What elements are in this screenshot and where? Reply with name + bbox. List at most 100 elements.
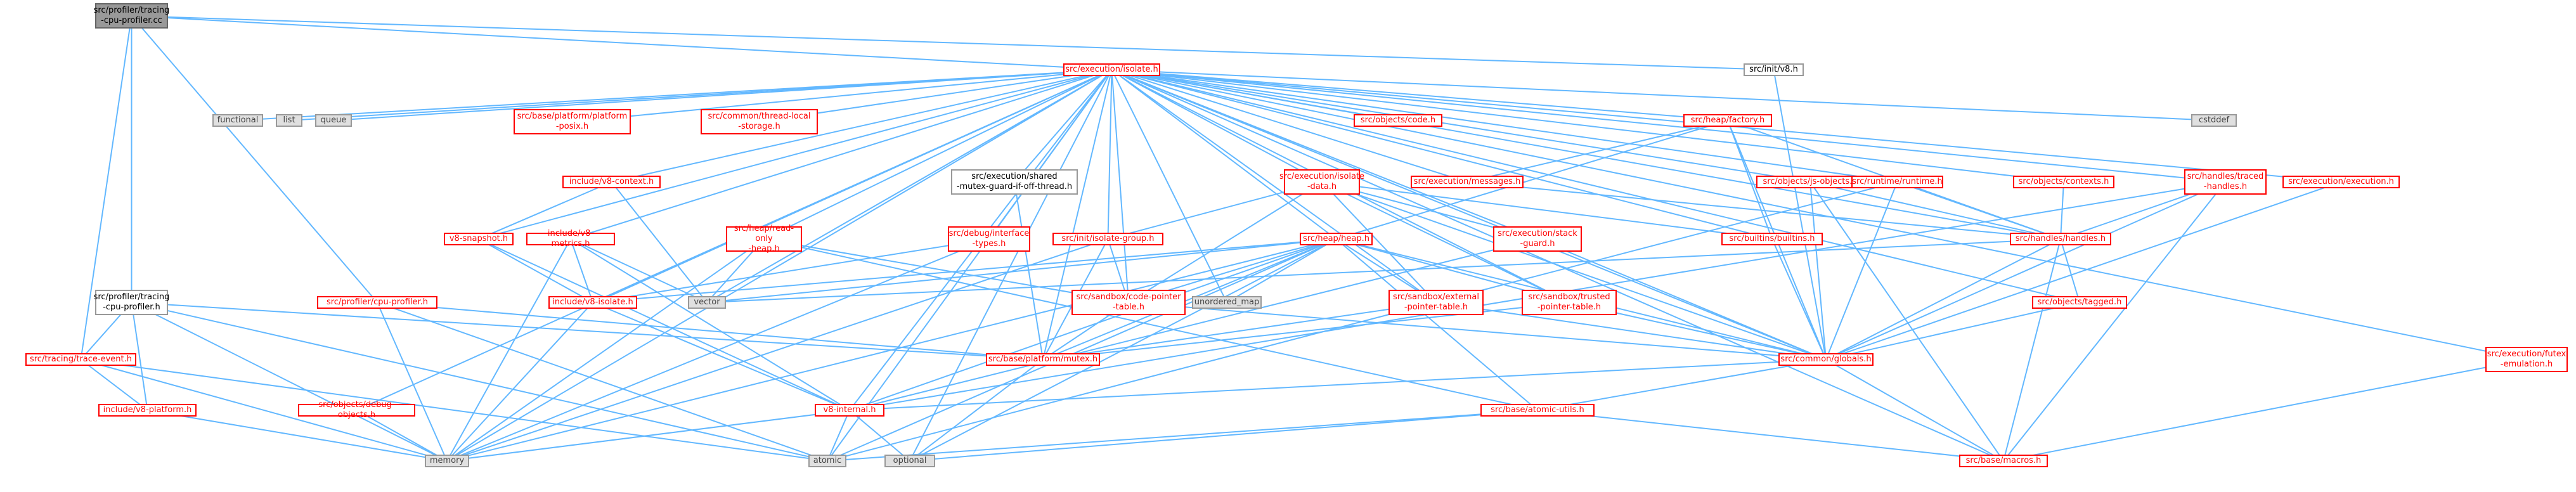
dependency-edge — [2003, 359, 2527, 462]
dependency-edge — [1111, 69, 1323, 183]
dependency-edge — [827, 410, 1538, 462]
dependency-edge — [81, 359, 448, 462]
node-exec-stack-guard[interactable]: src/execution/stack -guard.h — [1493, 226, 1582, 252]
dependency-edge — [1111, 69, 1827, 360]
node-trusted-pointer-table[interactable]: src/sandbox/trusted -pointer-table.h — [1522, 290, 1617, 315]
dependency-edge — [1809, 181, 2061, 240]
dependency-edge — [1111, 69, 1468, 183]
node-queue[interactable]: queue — [315, 114, 352, 127]
dependency-edge — [131, 15, 1112, 70]
node-include-v8-isolate[interactable]: include/v8-isolate.h — [548, 296, 637, 309]
dependency-edge — [1111, 69, 1811, 183]
dependency-edge — [446, 238, 765, 462]
node-common-globals[interactable]: src/common/globals.h — [1778, 353, 1874, 366]
dependency-edge — [1537, 410, 2004, 462]
dependency-edge — [80, 15, 133, 360]
dependency-edge — [611, 181, 708, 303]
dependency-edge — [478, 238, 850, 411]
node-functional[interactable]: functional — [212, 114, 263, 127]
dependency-edge — [446, 69, 1113, 462]
dependency-edge — [1111, 69, 1437, 303]
dependency-edge — [1111, 69, 1773, 240]
dependency-edge — [1321, 181, 1437, 303]
dependency-edge — [1537, 238, 1827, 360]
node-external-pointer-table[interactable]: src/sandbox/external -pointer-table.h — [1388, 290, 1484, 315]
node-handles-traced[interactable]: src/handles/traced -handles.h — [2184, 169, 2267, 195]
node-platform-posix[interactable]: src/base/platform/platform -posix.h — [514, 109, 631, 134]
dependency-edge — [611, 69, 1112, 183]
node-debug-interface[interactable]: src/debug/interface -types.h — [948, 226, 1030, 252]
node-vector[interactable]: vector — [688, 296, 726, 309]
dependency-edge — [909, 359, 1044, 462]
node-base-macros[interactable]: src/base/macros.h — [1959, 455, 2048, 467]
dependency-edge — [377, 302, 828, 462]
dependency-edge — [2060, 238, 2080, 303]
node-isolate-data[interactable]: src/execution/isolate -data.h — [1279, 169, 1364, 195]
dependency-edge — [827, 69, 1113, 462]
node-include-v8-platform[interactable]: include/v8-platform.h — [98, 404, 197, 417]
node-init-v8[interactable]: src/init/v8.h — [1744, 63, 1804, 76]
node-memory[interactable]: memory — [425, 455, 469, 467]
node-v8-snapshot[interactable]: v8-snapshot.h — [444, 233, 514, 245]
dependency-edge — [1321, 181, 1570, 303]
dependency-edge — [849, 410, 910, 462]
node-exec-messages[interactable]: src/execution/messages.h — [1411, 176, 1524, 188]
node-handles-h[interactable]: src/handles/handles.h — [2010, 233, 2111, 245]
node-platform-mutex[interactable]: src/base/platform/mutex.h — [986, 353, 1100, 366]
node-objects-code[interactable]: src/objects/code.h — [1354, 114, 1442, 127]
dependency-edge — [377, 302, 1044, 360]
node-futex-emulation[interactable]: src/execution/futex -emulation.h — [2485, 347, 2568, 372]
dependency-edge — [592, 238, 990, 303]
dependency-edge — [570, 238, 850, 411]
dependency-edge — [763, 238, 1538, 411]
dependency-edge — [131, 302, 448, 462]
dependency-edge — [1111, 69, 1227, 303]
node-isolate-h[interactable]: src/execution/isolate.h — [1063, 63, 1160, 76]
node-runtime-h[interactable]: src/runtime/runtime.h — [1851, 176, 1943, 188]
dependency-edge — [1825, 181, 2341, 360]
dependency-edge — [759, 69, 1112, 122]
node-objects-contexts[interactable]: src/objects/contexts.h — [2013, 176, 2114, 188]
dependency-edge — [1825, 359, 2004, 462]
node-heap-heap[interactable]: src/heap/heap.h — [1300, 233, 1373, 245]
node-thread-local[interactable]: src/common/thread-local -storage.h — [701, 109, 818, 134]
node-atomic[interactable]: atomic — [808, 455, 846, 467]
node-tracing-cpu-profiler-h[interactable]: src/profiler/tracing -cpu-profiler.h — [94, 290, 169, 315]
node-isolate-group[interactable]: src/init/isolate-group.h — [1052, 233, 1163, 245]
dependency-edge — [706, 69, 1112, 303]
dependency-edge — [570, 238, 593, 303]
node-debug-objects[interactable]: src/objects/debug-objects.h — [298, 400, 415, 420]
node-builtins-h[interactable]: src/builtins/builtins.h — [1721, 233, 1823, 245]
node-list[interactable]: list — [276, 114, 302, 127]
node-exec-execution[interactable]: src/execution/execution.h — [2282, 176, 2400, 188]
dependency-edge — [1773, 69, 1827, 360]
node-heap-factory[interactable]: src/heap/factory.h — [1683, 114, 1772, 127]
dependency-edge — [1825, 302, 2080, 360]
node-trace-event[interactable]: src/tracing/trace-event.h — [25, 353, 136, 366]
node-heap-readonly[interactable]: src/heap/read-only -heap.h — [726, 224, 802, 254]
node-include-v8-context[interactable]: include/v8-context.h — [562, 176, 661, 188]
dependency-edge — [1111, 69, 2226, 183]
dependency-edge — [1042, 302, 1437, 360]
node-code-pointer-table[interactable]: src/sandbox/code-pointer -table.h — [1071, 290, 1186, 315]
node-v8-internal[interactable]: v8-internal.h — [815, 404, 884, 417]
dependency-edge — [131, 15, 378, 303]
dependency-edge — [1014, 181, 1044, 360]
dependency-edge — [1336, 120, 1728, 240]
dependency-edge — [2003, 181, 2226, 462]
node-v8-metrics[interactable]: include/v8-metrics.h — [526, 229, 615, 249]
node-js-objects[interactable]: src/objects/js-objects.h — [1756, 176, 1864, 188]
dependency-edge — [446, 410, 850, 462]
node-shared-mutex[interactable]: src/execution/shared -mutex-guard-if-off… — [951, 169, 1078, 195]
node-cpu-profiler-h[interactable]: src/profiler/cpu-profiler.h — [317, 296, 437, 309]
node-unordered-map[interactable]: unordered_map — [1192, 296, 1262, 309]
dependency-edge — [706, 238, 1337, 303]
node-atomic-utils[interactable]: src/base/atomic-utils.h — [1480, 404, 1595, 417]
node-optional[interactable]: optional — [884, 455, 935, 467]
dependency-edge — [763, 238, 1129, 303]
node-objects-tagged[interactable]: src/objects/tagged.h — [2032, 296, 2127, 309]
node-cstddef[interactable]: cstddef — [2191, 114, 2237, 127]
dependency-edge — [909, 69, 1113, 462]
dependency-edge — [1897, 181, 2061, 240]
